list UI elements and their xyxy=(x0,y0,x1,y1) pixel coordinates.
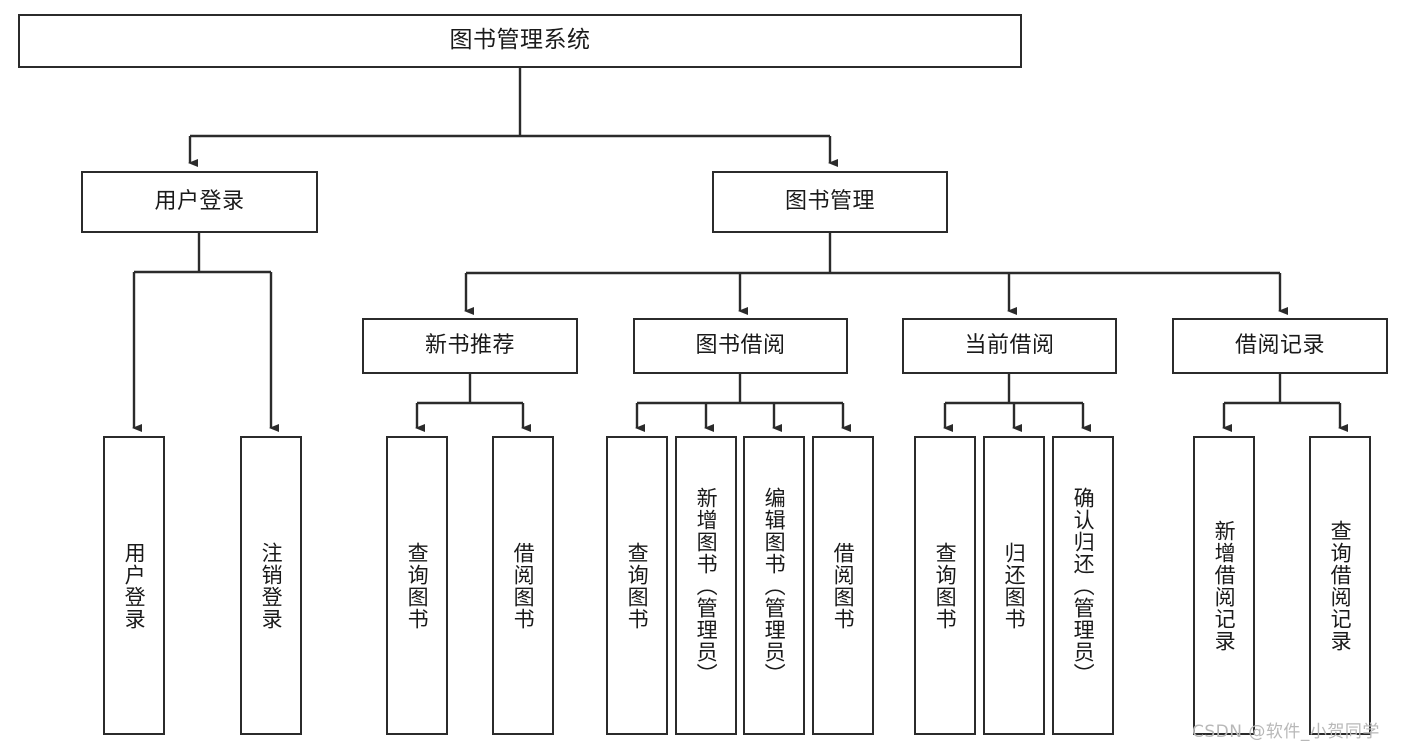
node-book-management[interactable]: 图书管理 xyxy=(712,171,948,233)
node-leaf-return-book[interactable]: 归还图书 xyxy=(983,436,1045,735)
node-label: 借阅图书 xyxy=(831,541,856,630)
node-label: 用户登录 xyxy=(122,541,147,630)
node-label: 当前借阅 xyxy=(964,332,1055,358)
node-label: 确认归还（管理员） xyxy=(1071,486,1096,685)
node-borrow-record[interactable]: 借阅记录 xyxy=(1172,318,1388,374)
node-leaf-confirm-return-admin[interactable]: 确认归还（管理员） xyxy=(1052,436,1114,735)
node-leaf-logout[interactable]: 注销登录 xyxy=(240,436,302,735)
node-user-login[interactable]: 用户登录 xyxy=(81,171,318,233)
node-book-borrow[interactable]: 图书借阅 xyxy=(633,318,848,374)
node-current-borrow[interactable]: 当前借阅 xyxy=(902,318,1117,374)
node-leaf-query-book-borrow[interactable]: 查询图书 xyxy=(606,436,668,735)
node-leaf-query-book-current[interactable]: 查询图书 xyxy=(914,436,976,735)
node-label: 查询借阅记录 xyxy=(1328,519,1353,652)
node-leaf-add-borrow-record[interactable]: 新增借阅记录 xyxy=(1193,436,1255,735)
node-leaf-borrow-book[interactable]: 借阅图书 xyxy=(812,436,874,735)
node-label: 图书管理 xyxy=(784,188,875,214)
node-label: 查询图书 xyxy=(625,541,650,630)
node-label: 图书管理系统 xyxy=(449,27,591,54)
csdn-watermark: CSDN @软件_小贺同学 xyxy=(1192,722,1380,742)
node-label: 借阅记录 xyxy=(1234,332,1325,358)
node-root-library-system[interactable]: 图书管理系统 xyxy=(18,14,1022,68)
node-label: 新增借阅记录 xyxy=(1212,519,1237,652)
node-label: 借阅图书 xyxy=(511,541,536,630)
node-label: 归还图书 xyxy=(1002,541,1027,630)
node-leaf-query-borrow-record[interactable]: 查询借阅记录 xyxy=(1309,436,1371,735)
node-label: 编辑图书（管理员） xyxy=(762,486,787,685)
node-new-book-recommend[interactable]: 新书推荐 xyxy=(362,318,578,374)
node-label: 查询图书 xyxy=(405,541,430,630)
node-label: 注销登录 xyxy=(259,541,284,630)
node-label: 新增图书（管理员） xyxy=(694,486,719,685)
node-label: 图书借阅 xyxy=(695,332,786,358)
node-label: 查询图书 xyxy=(933,541,958,630)
node-label: 用户登录 xyxy=(154,188,245,214)
node-leaf-add-book-admin[interactable]: 新增图书（管理员） xyxy=(675,436,737,735)
node-leaf-borrow-book-rec[interactable]: 借阅图书 xyxy=(492,436,554,735)
node-leaf-user-login[interactable]: 用户登录 xyxy=(103,436,165,735)
node-label: 新书推荐 xyxy=(424,332,515,358)
node-leaf-query-book-rec[interactable]: 查询图书 xyxy=(386,436,448,735)
node-leaf-edit-book-admin[interactable]: 编辑图书（管理员） xyxy=(743,436,805,735)
